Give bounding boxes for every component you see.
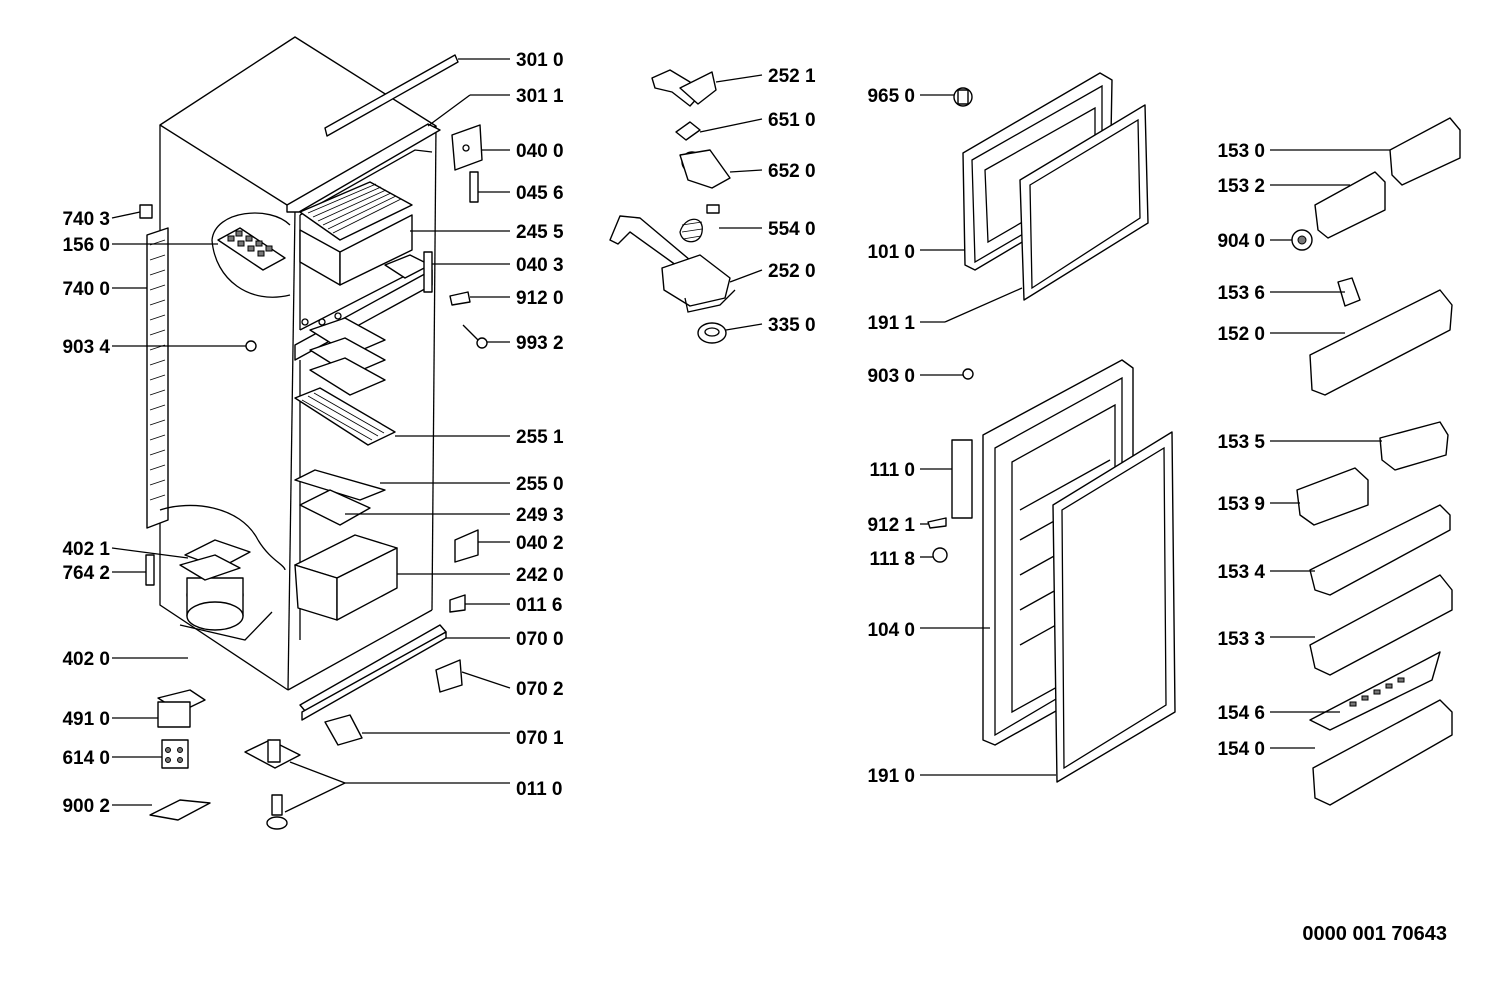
label-191-0: 191 0 xyxy=(867,766,915,787)
door-shelves xyxy=(1291,117,1461,806)
leader-lines xyxy=(111,58,1390,813)
label-402-1: 402 1 xyxy=(62,539,110,560)
label-651-0: 651 0 xyxy=(768,110,816,131)
label-070-1: 070 1 xyxy=(516,728,564,749)
label-153-9: 153 9 xyxy=(1217,494,1265,515)
label-903-0: 903 0 xyxy=(867,366,915,387)
label-900-2: 900 2 xyxy=(62,796,110,817)
label-912-1: 912 1 xyxy=(867,515,915,536)
label-912-0: 912 0 xyxy=(516,288,564,309)
label-040-3: 040 3 xyxy=(516,255,564,276)
label-191-1: 191 1 xyxy=(867,313,915,334)
label-045-6: 045 6 xyxy=(516,183,564,204)
label-764-2: 764 2 xyxy=(62,563,110,584)
label-156-0: 156 0 xyxy=(62,235,110,256)
label-111-0: 111 0 xyxy=(870,460,915,481)
compressor xyxy=(145,504,286,641)
label-614-0: 614 0 xyxy=(62,748,110,769)
label-740-3: 740 3 xyxy=(62,209,110,230)
label-255-0: 255 0 xyxy=(516,474,564,495)
label-965-0: 965 0 xyxy=(867,86,915,107)
label-652-0: 652 0 xyxy=(768,161,816,182)
label-491-0: 491 0 xyxy=(62,709,110,730)
label-070-0: 070 0 xyxy=(516,629,564,650)
label-070-2: 070 2 xyxy=(516,679,564,700)
label-152-0: 152 0 xyxy=(1217,324,1265,345)
label-153-3: 153 3 xyxy=(1217,629,1265,650)
label-903-4: 903 4 xyxy=(62,337,110,358)
ice-tray xyxy=(211,212,291,298)
bottom-electrical-parts xyxy=(149,689,301,830)
condenser-coil xyxy=(139,204,169,529)
label-301-1: 301 1 xyxy=(516,86,564,107)
label-153-6: 153 6 xyxy=(1217,283,1265,304)
label-111-8: 111 8 xyxy=(870,549,915,570)
label-040-0: 040 0 xyxy=(516,141,564,162)
label-252-0: 252 0 xyxy=(768,261,816,282)
label-402-0: 402 0 xyxy=(62,649,110,670)
label-252-1: 252 1 xyxy=(768,66,816,87)
label-153-2: 153 2 xyxy=(1217,176,1265,197)
label-554-0: 554 0 xyxy=(768,219,816,240)
label-153-0: 153 0 xyxy=(1217,141,1265,162)
label-249-3: 249 3 xyxy=(516,505,564,526)
label-011-0: 011 0 xyxy=(516,779,563,800)
fridge-shelves xyxy=(294,317,398,621)
freezer-shelf xyxy=(299,181,413,286)
cabinet-small-parts xyxy=(245,124,488,746)
label-040-2: 040 2 xyxy=(516,533,564,554)
label-740-0: 740 0 xyxy=(62,279,110,300)
label-255-1: 255 1 xyxy=(516,427,564,448)
label-153-4: 153 4 xyxy=(1217,562,1265,583)
label-153-5: 153 5 xyxy=(1217,432,1265,453)
label-245-5: 245 5 xyxy=(516,222,564,243)
label-301-0: 301 0 xyxy=(516,50,564,71)
label-011-6: 011 6 xyxy=(516,595,563,616)
label-904-0: 904 0 xyxy=(1217,231,1265,252)
document-number: 0000 001 70643 xyxy=(1302,923,1447,945)
freezer-gasket xyxy=(1019,104,1149,301)
label-993-2: 993 2 xyxy=(516,333,564,354)
top-trim-strips xyxy=(286,54,459,213)
label-335-0: 335 0 xyxy=(768,315,816,336)
label-154-0: 154 0 xyxy=(1217,739,1265,760)
label-104-0: 104 0 xyxy=(867,620,915,641)
thermostat-parts xyxy=(609,69,736,344)
label-154-6: 154 6 xyxy=(1217,703,1265,724)
label-242-0: 242 0 xyxy=(516,565,564,586)
fridge-gasket xyxy=(1052,431,1176,783)
label-101-0: 101 0 xyxy=(867,242,915,263)
part-labels: 740 3 156 0 740 0 903 4 402 1 764 2 402 … xyxy=(62,50,1447,945)
